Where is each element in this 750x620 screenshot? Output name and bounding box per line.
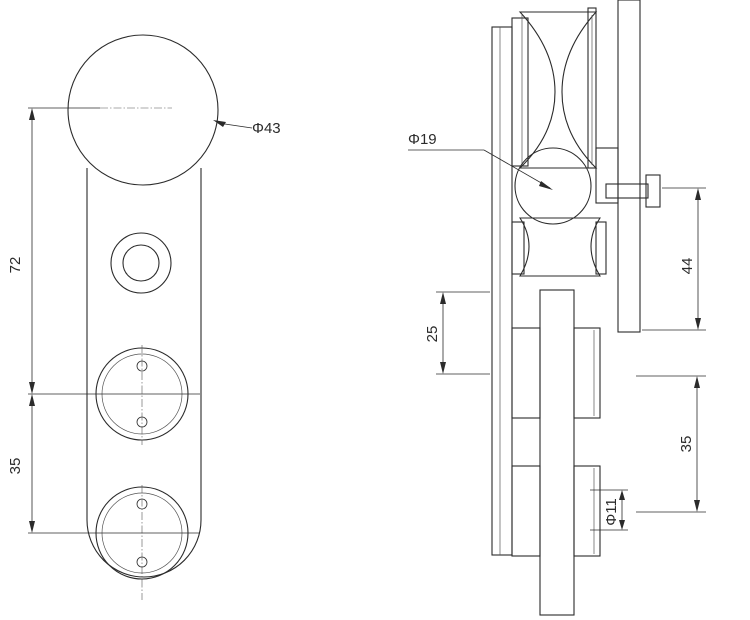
- front-dim-72-arrow-bottom: [29, 382, 35, 394]
- side-dim-11-label: Φ11: [603, 498, 620, 526]
- side-lower-plate: [539, 289, 575, 616]
- side-back-plate: [491, 26, 513, 556]
- side-dim-44-arrow-top: [695, 188, 701, 200]
- side-dim-25-arrow-top: [440, 292, 446, 304]
- side-dim-25-label: 25: [424, 326, 441, 343]
- side-dim-35-arrow-bottom: [694, 500, 700, 512]
- side-upper-bracket: [617, 0, 641, 333]
- front-dim-35-arrow-top: [29, 394, 35, 406]
- front-roller-circle: [67, 34, 219, 186]
- side-axle-shaft: [605, 183, 649, 199]
- front-hole-inner: [122, 244, 160, 282]
- side-ball: [514, 147, 592, 225]
- side-grooved-roller-hub: [511, 17, 529, 167]
- front-dim-72-label: 72: [7, 257, 24, 274]
- front-view: 72 35 Φ43: [7, 34, 281, 600]
- front-dia-label: Φ43: [252, 120, 281, 137]
- front-dim-35-label: 35: [7, 458, 24, 475]
- front-plate-outline: [86, 168, 202, 578]
- side-lower-roller2-back: [511, 465, 541, 557]
- side-lower-roller2-front: [573, 465, 601, 557]
- side-ball-leader-arrow: [539, 181, 553, 190]
- side-axle-nut: [645, 174, 661, 208]
- front-dim-35-arrow-bottom: [29, 521, 35, 533]
- side-lower-roller1-back: [511, 327, 541, 419]
- side-dim-35-arrow-top: [694, 376, 700, 388]
- side-small-roller-hub: [511, 221, 525, 275]
- side-grooved-roller-body: [518, 11, 598, 169]
- side-dim-44-arrow-bottom: [695, 318, 701, 330]
- front-dia-leader-line: [217, 122, 253, 129]
- side-ball-leader-diag: [483, 149, 551, 189]
- side-small-roller: [518, 217, 602, 277]
- side-lower-roller1-front: [573, 327, 601, 419]
- side-dim-11-arrow-bottom: [619, 520, 625, 530]
- side-dim-35-label: 35: [678, 436, 695, 453]
- front-dim-72-arrow-top: [29, 108, 35, 120]
- side-small-roller-rim: [595, 221, 607, 275]
- side-ball-label: Φ19: [408, 131, 437, 148]
- side-dim-11-arrow-top: [619, 490, 625, 500]
- side-bracket-step: [595, 147, 619, 204]
- side-dim-44-label: 44: [679, 258, 696, 275]
- side-view: Φ19 44 25 35 Φ11: [408, 0, 706, 616]
- side-dim-25-arrow-bottom: [440, 362, 446, 374]
- front-hole-outer: [110, 232, 172, 294]
